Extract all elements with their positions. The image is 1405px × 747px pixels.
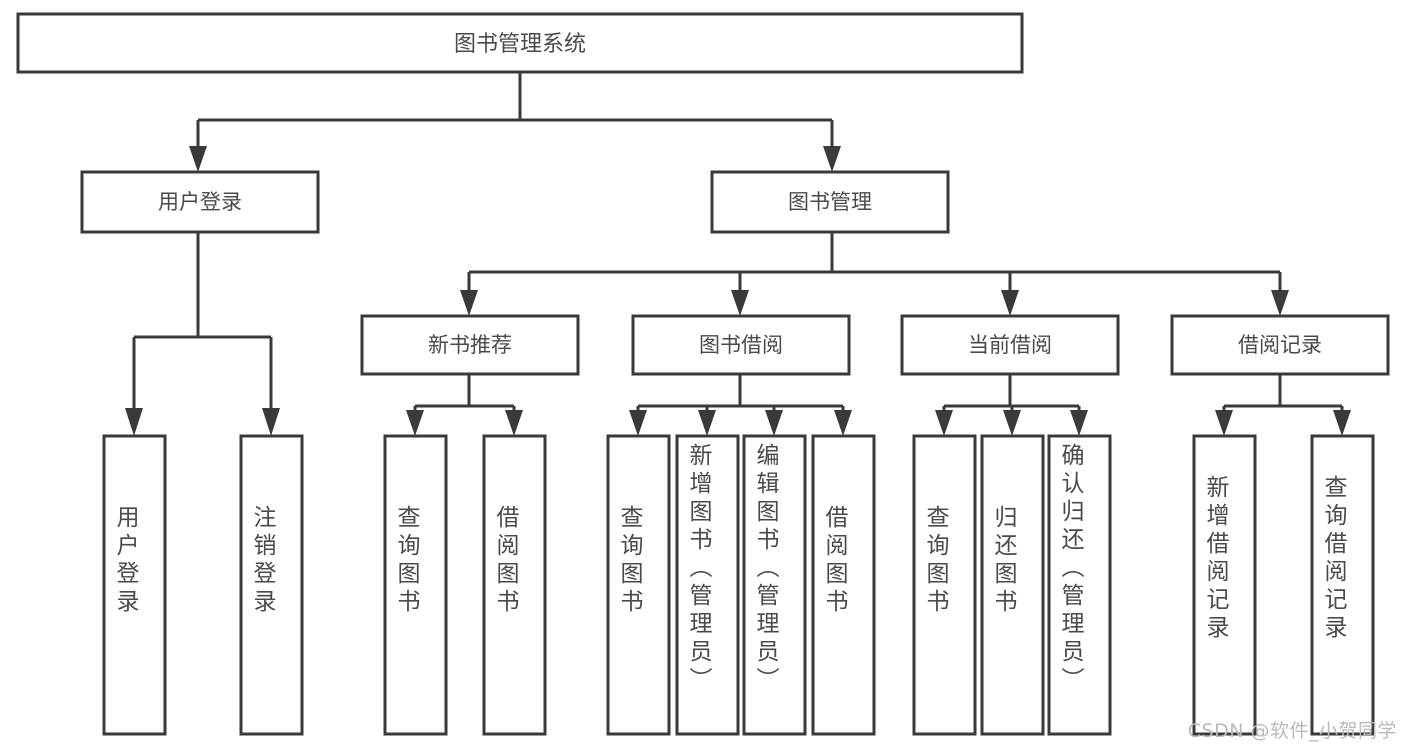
arrowhead-leaf-edit-book: [765, 410, 783, 436]
node-user-login[interactable]: [80, 170, 320, 234]
node-current-borrow-label: 当前借阅: [968, 333, 1052, 357]
node-leaf-borrow-book-2[interactable]: [811, 434, 876, 736]
arrowhead-current-borrow: [1001, 290, 1019, 316]
node-user-login-label: 用户登录: [158, 190, 242, 214]
arrowhead-leaf-return-book: [1003, 410, 1021, 436]
arrowhead-leaf-borrow-book-1: [505, 410, 523, 436]
node-leaf-user-login[interactable]: [102, 434, 167, 736]
arrowhead-user-login: [189, 146, 207, 172]
node-root-label: 图书管理系统: [454, 32, 586, 57]
arrowhead-leaf-add-book: [698, 410, 716, 436]
arrowhead-leaf-confirm-return: [1070, 410, 1088, 436]
node-leaf-logout[interactable]: [239, 434, 304, 736]
node-leaf-add-record[interactable]: [1192, 434, 1257, 736]
node-new-book-rec[interactable]: [360, 314, 580, 376]
watermark: CSDN @软件_小贺同学: [1187, 720, 1397, 742]
node-leaf-query-book-1[interactable]: [383, 434, 448, 736]
node-new-book-rec-label: 新书推荐: [428, 333, 512, 357]
node-book-borrow-label: 图书借阅: [699, 333, 783, 357]
connector-layer: [125, 72, 1351, 436]
arrowhead-leaf-user-login: [125, 408, 143, 436]
node-root[interactable]: [16, 12, 1024, 74]
arrowhead-leaf-query-book-2: [629, 410, 647, 436]
node-leaf-query-book-2[interactable]: [606, 434, 671, 736]
node-borrow-record-label: 借阅记录: [1238, 333, 1322, 357]
arrowhead-leaf-borrow-book-2: [834, 410, 852, 436]
arrowhead-borrow-record: [1271, 290, 1289, 316]
arrowhead-leaf-query-book-1: [406, 410, 424, 436]
node-leaf-query-record[interactable]: [1310, 434, 1375, 736]
node-leaf-add-book[interactable]: [675, 434, 740, 736]
node-book-manage-label: 图书管理: [788, 190, 872, 214]
node-current-borrow[interactable]: [900, 314, 1120, 376]
arrowhead-new-book-rec: [460, 290, 478, 316]
node-layer: 图书管理系统 用户登录 图书管理 新书推荐 图书借阅 当前借阅 借阅记录: [16, 12, 1390, 736]
arrowhead-book-manage: [823, 146, 841, 172]
arrowhead-leaf-query-record: [1333, 410, 1351, 436]
node-leaf-borrow-book-1[interactable]: [482, 434, 547, 736]
arrowhead-leaf-logout: [262, 408, 280, 436]
arrowhead-leaf-query-book-3: [935, 410, 953, 436]
node-leaf-return-book[interactable]: [980, 434, 1045, 736]
arrowhead-leaf-add-record: [1215, 410, 1233, 436]
node-leaf-query-book-3[interactable]: [912, 434, 977, 736]
node-leaf-edit-book[interactable]: [742, 434, 807, 736]
node-book-manage[interactable]: [710, 170, 950, 234]
node-book-borrow[interactable]: [631, 314, 851, 376]
node-borrow-record[interactable]: [1170, 314, 1390, 376]
arrowhead-book-borrow: [731, 290, 749, 316]
node-leaf-confirm-return[interactable]: [1047, 434, 1112, 736]
